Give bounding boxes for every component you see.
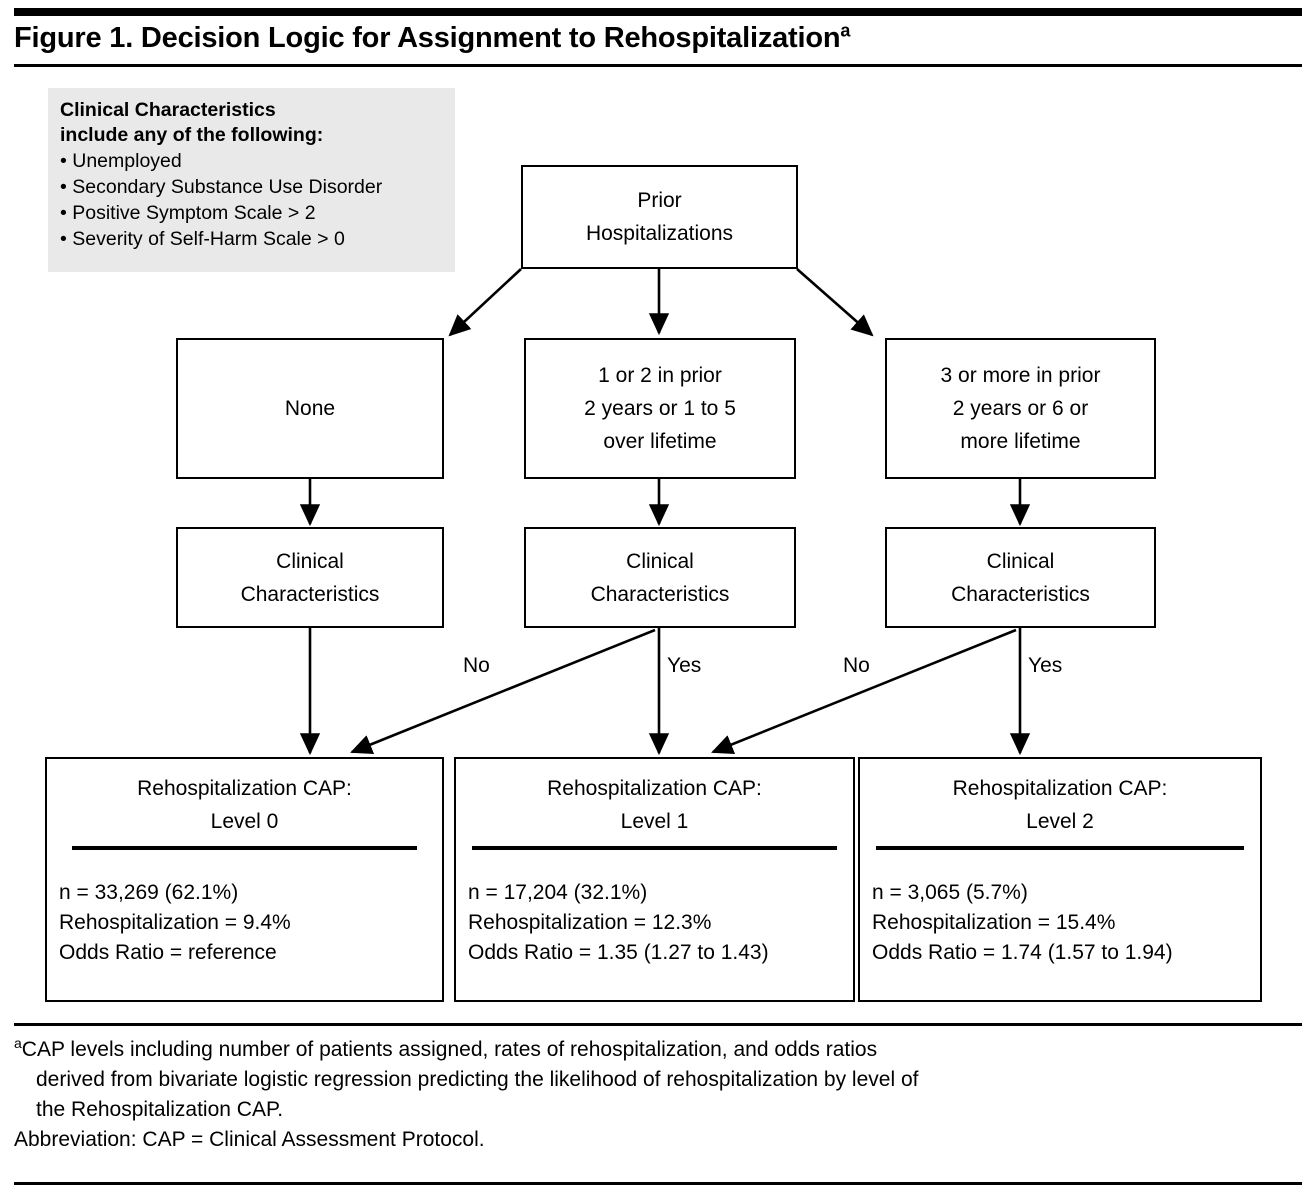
branch-one-or-two-line-1: 1 or 2 in prior (598, 364, 722, 387)
footnote: aCAP levels including number of patients… (14, 1035, 1302, 1155)
result-2-divider (876, 846, 1244, 850)
clinical-characteristics-legend: Clinical Characteristics include any of … (48, 88, 455, 272)
prior-hospitalizations-line-1: Prior (637, 189, 682, 212)
footnote-line-2: derived from bivariate logistic regressi… (36, 1068, 919, 1091)
legend-item-self-harm: • Severity of Self-Harm Scale > 0 (60, 228, 345, 250)
footnote-line-1-text: CAP levels including number of patients … (21, 1038, 878, 1061)
footnote-abbreviation-line: Abbreviation: CAP = Clinical Assessment … (14, 1128, 485, 1151)
result-box-level-2: Rehospitalization CAP: Level 2 n = 3,065… (858, 757, 1262, 1002)
branch-three-or-more-line-1: 3 or more in prior (940, 364, 1101, 387)
prior-hospitalizations-line-2: Hospitalizations (585, 222, 734, 245)
flow-box-prior-hospitalizations: Prior Hospitalizations (521, 165, 798, 269)
result-1-heading: Rehospitalization CAP: Level 1 (456, 759, 853, 838)
branch-one-or-two-line-3: over lifetime (603, 430, 717, 453)
result-0-heading-line-1: Rehospitalization CAP: (137, 777, 352, 800)
flow-box-branch-three-or-more: 3 or more in prior 2 years or 6 or more … (885, 338, 1156, 479)
clinical-left-line-2: Characteristics (240, 582, 380, 606)
figure-title-footnote-marker: a (840, 20, 851, 41)
footnote-line-1: aCAP levels including number of patients… (14, 1035, 1302, 1065)
clinical-right-line-2: Characteristics (951, 582, 1090, 606)
branch-three-or-more-line-2: 2 years or 6 or (952, 397, 1089, 420)
legend-item-substance-use: • Secondary Substance Use Disorder (60, 176, 383, 198)
result-1-n: n = 17,204 (32.1%) (468, 881, 648, 904)
flow-box-clinical-characteristics-middle: Clinical Characteristics (524, 527, 796, 628)
legend-item-unemployed: • Unemployed (60, 150, 182, 172)
clinical-middle-line-1: Clinical (626, 549, 694, 573)
title-rule (14, 64, 1302, 67)
edge-label-no-right: No (843, 654, 870, 677)
clinical-middle-line-2: Characteristics (590, 582, 730, 606)
result-0-odds-ratio: Odds Ratio = reference (59, 941, 277, 964)
footnote-top-rule (14, 1023, 1302, 1026)
footnote-bottom-rule (14, 1182, 1302, 1185)
page-title: Figure 1. Decision Logic for Assignment … (14, 20, 1302, 56)
result-0-heading: Rehospitalization CAP: Level 0 (47, 759, 442, 838)
edge-label-no-middle: No (463, 654, 490, 677)
edge-label-yes-middle: Yes (667, 654, 702, 677)
footnote-line-3: the Rehospitalization CAP. (36, 1098, 284, 1121)
result-box-level-0: Rehospitalization CAP: Level 0 n = 33,26… (45, 757, 444, 1002)
flow-box-clinical-characteristics-left: Clinical Characteristics (176, 527, 444, 628)
flow-box-branch-one-or-two: 1 or 2 in prior 2 years or 1 to 5 over l… (524, 338, 796, 479)
result-0-divider (72, 846, 417, 850)
branch-none-line-1: None (284, 397, 336, 420)
result-2-heading-line-2: Level 2 (1026, 810, 1094, 833)
result-2-odds-ratio: Odds Ratio = 1.74 (1.57 to 1.94) (872, 941, 1173, 964)
legend-item-positive-symptom: • Positive Symptom Scale > 2 (60, 202, 316, 224)
top-rule (14, 8, 1302, 16)
result-0-body: n = 33,269 (62.1%) Rehospitalization = 9… (47, 850, 442, 968)
result-1-rehospitalization: Rehospitalization = 12.3% (468, 911, 712, 934)
result-1-odds-ratio: Odds Ratio = 1.35 (1.27 to 1.43) (468, 941, 769, 964)
legend-heading-line-1: Clinical Characteristics (60, 99, 276, 121)
clinical-right-line-1: Clinical (986, 549, 1055, 573)
result-2-n: n = 3,065 (5.7%) (872, 881, 1028, 904)
result-box-level-1: Rehospitalization CAP: Level 1 n = 17,20… (454, 757, 855, 1002)
result-0-rehospitalization: Rehospitalization = 9.4% (59, 911, 291, 934)
result-1-heading-line-1: Rehospitalization CAP: (547, 777, 762, 800)
edge-label-yes-right: Yes (1028, 654, 1063, 677)
result-2-heading-line-1: Rehospitalization CAP: (952, 777, 1168, 800)
result-2-heading: Rehospitalization CAP: Level 2 (860, 759, 1260, 838)
result-1-body: n = 17,204 (32.1%) Rehospitalization = 1… (456, 850, 853, 968)
result-0-n: n = 33,269 (62.1%) (59, 881, 239, 904)
result-2-body: n = 3,065 (5.7%) Rehospitalization = 15.… (860, 850, 1260, 968)
flow-box-branch-none: None (176, 338, 444, 479)
result-1-divider (472, 846, 837, 850)
footnote-marker: a (14, 1035, 22, 1051)
clinical-left-line-1: Clinical (276, 549, 344, 573)
result-1-heading-line-2: Level 1 (620, 810, 689, 833)
branch-one-or-two-line-2: 2 years or 1 to 5 (584, 397, 736, 420)
branch-three-or-more-line-3: more lifetime (960, 430, 1081, 453)
figure-title-text: Figure 1. Decision Logic for Assignment … (14, 22, 841, 54)
result-0-heading-line-2: Level 0 (210, 810, 279, 833)
legend-heading-line-2: include any of the following: (60, 124, 324, 146)
flow-box-clinical-characteristics-right: Clinical Characteristics (885, 527, 1156, 628)
result-2-rehospitalization: Rehospitalization = 15.4% (872, 911, 1116, 934)
